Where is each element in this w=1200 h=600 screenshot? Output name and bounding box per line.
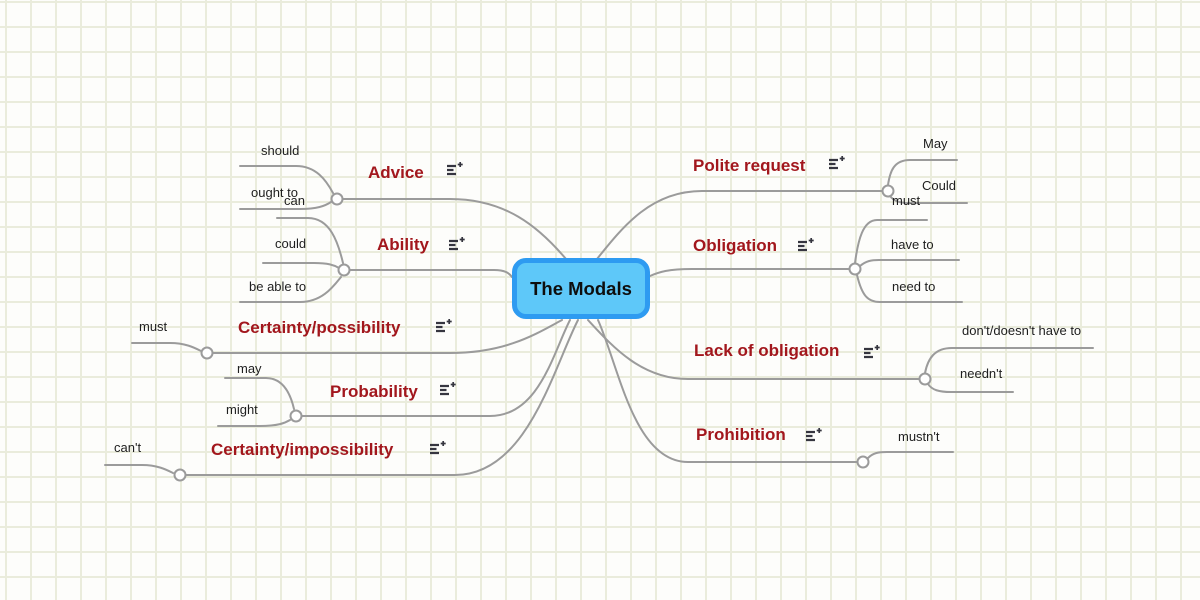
plus-glyph [450, 382, 456, 387]
note-add-icon[interactable] [806, 428, 822, 442]
note-lines-glyph [440, 384, 449, 396]
note-add-icon[interactable] [798, 238, 814, 252]
branch-line-probability [295, 319, 571, 417]
subtopic-obligation-0[interactable]: must [892, 193, 921, 208]
note-lines-glyph [806, 430, 815, 442]
subtopic-line-ability-2 [239, 276, 342, 303]
subtopic-obligation-1[interactable]: have to [891, 237, 934, 252]
branch-line-advice [336, 198, 567, 260]
note-lines-glyph [829, 158, 838, 170]
note-lines-glyph [447, 164, 456, 176]
plus-glyph [440, 441, 446, 446]
note-lines-glyph [864, 347, 873, 359]
note-add-icon[interactable] [829, 156, 845, 170]
topic-ability[interactable]: Ability [377, 235, 429, 254]
topic-certainty-possibility[interactable]: Certainty/possibility [238, 318, 401, 337]
collapse-handle-prohibition[interactable] [856, 455, 870, 469]
subtopic-line-lack-of-obligation-0 [924, 347, 1094, 374]
note-lines-glyph [798, 240, 807, 252]
plus-glyph [459, 237, 465, 242]
note-lines-glyph [449, 239, 458, 251]
subtopic-ability-1[interactable]: could [275, 236, 306, 251]
subtopic-line-advice-0 [239, 165, 334, 194]
topic-obligation[interactable]: Obligation [693, 236, 777, 255]
subtopic-line-probability-0 [224, 377, 295, 410]
subtopic-advice-1[interactable]: ought to [251, 185, 298, 200]
subtopic-obligation-2[interactable]: need to [892, 279, 935, 294]
subtopic-line-ability-1 [262, 262, 340, 269]
note-add-icon[interactable] [430, 441, 446, 455]
subtopic-line-polite-request-1 [889, 195, 968, 204]
subtopic-line-obligation-2 [856, 274, 963, 303]
subtopic-probability-0[interactable]: may [237, 361, 262, 376]
subtopic-ability-2[interactable]: be able to [249, 279, 306, 294]
topic-certainty-impossibility[interactable]: Certainty/impossibility [211, 440, 394, 459]
subtopic-polite-request-1[interactable]: Could [922, 178, 956, 193]
subtopic-certainty-possibility-0[interactable]: must [139, 319, 168, 334]
subtopic-ability-0[interactable]: can [284, 193, 305, 208]
subtopic-line-obligation-1 [859, 259, 960, 267]
topic-probability[interactable]: Probability [330, 382, 418, 401]
subtopic-prohibition-0[interactable]: mustn't [898, 429, 940, 444]
subtopic-line-prohibition-0 [867, 451, 954, 459]
plus-glyph [816, 428, 822, 433]
plus-glyph [874, 345, 880, 350]
subtopic-lack-of-obligation-0[interactable]: don't/doesn't have to [962, 323, 1081, 338]
subtopic-line-obligation-0 [854, 219, 928, 264]
collapse-handle-obligation[interactable] [848, 262, 862, 276]
plus-glyph [839, 156, 845, 161]
subtopic-probability-1[interactable]: might [226, 402, 258, 417]
plus-glyph [457, 162, 463, 167]
collapse-handle-advice[interactable] [330, 192, 344, 206]
branch-line-ability [343, 269, 513, 278]
branch-line-prohibition [597, 319, 864, 463]
subtopic-polite-request-0[interactable]: May [923, 136, 948, 151]
note-add-icon[interactable] [447, 162, 463, 176]
subtopic-line-probability-1 [217, 419, 291, 427]
collapse-handle-certainty-possibility[interactable] [200, 346, 214, 360]
plus-glyph [446, 319, 452, 324]
topic-prohibition[interactable]: Prohibition [696, 425, 786, 444]
topic-advice[interactable]: Advice [368, 163, 424, 182]
subtopic-line-certainty-possibility-0 [131, 342, 202, 352]
collapse-handle-probability[interactable] [289, 409, 303, 423]
branch-line-certainty-possibility [206, 319, 563, 354]
topic-polite-request[interactable]: Polite request [693, 156, 806, 175]
topic-lack-of-obligation[interactable]: Lack of obligation [694, 341, 839, 360]
subtopic-line-lack-of-obligation-1 [927, 383, 1014, 393]
branch-line-certainty-impossibility [179, 319, 579, 476]
branch-line-lack-of-obligation [587, 319, 926, 380]
branch-line-obligation [649, 268, 856, 277]
subtopic-line-certainty-impossibility-0 [104, 464, 174, 474]
subtopic-line-advice-1 [239, 201, 332, 210]
subtopic-lack-of-obligation-1[interactable]: needn't [960, 366, 1003, 381]
collapse-handle-polite-request[interactable] [881, 184, 895, 198]
collapse-handle-certainty-impossibility[interactable] [173, 468, 187, 482]
note-add-icon[interactable] [436, 319, 452, 333]
note-add-icon[interactable] [440, 382, 456, 396]
root-topic-label: The Modals [530, 277, 632, 299]
collapse-handle-ability[interactable] [337, 263, 351, 277]
root-topic[interactable]: The Modals [512, 258, 650, 319]
note-add-icon[interactable] [449, 237, 465, 251]
note-lines-glyph [430, 443, 439, 455]
subtopic-line-ability-0 [276, 217, 344, 264]
subtopic-certainty-impossibility-0[interactable]: can't [114, 440, 141, 455]
collapse-handle-lack-of-obligation[interactable] [918, 372, 932, 386]
subtopic-line-polite-request-0 [887, 159, 958, 186]
note-lines-glyph [436, 321, 445, 333]
note-add-icon[interactable] [864, 345, 880, 359]
plus-glyph [808, 238, 814, 243]
subtopic-advice-0[interactable]: should [261, 143, 299, 158]
branch-line-polite-request [596, 190, 889, 260]
